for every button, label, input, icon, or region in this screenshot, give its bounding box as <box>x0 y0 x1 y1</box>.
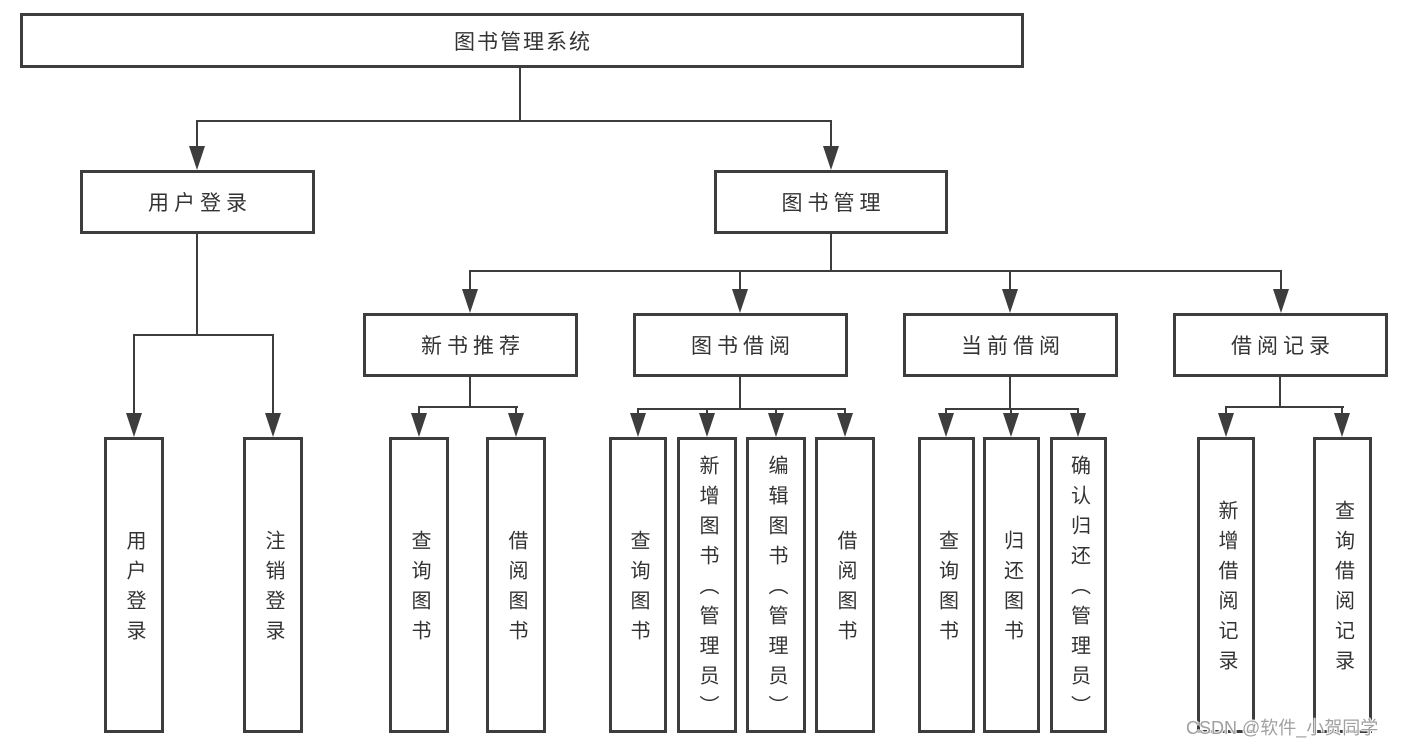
node-book-borrow: 图书借阅 <box>633 313 848 377</box>
leaf-borrow-books-borrow: 借阅图书 <box>815 437 875 733</box>
node-root: 图书管理系统 <box>20 13 1024 68</box>
arrow-down-icon <box>938 413 954 437</box>
leaf-borrow-books-recommend: 借阅图书 <box>486 437 546 733</box>
node-book-management: 图书管理 <box>714 170 948 234</box>
arrow-down-icon <box>508 413 524 437</box>
connector-drop <box>196 120 198 150</box>
node-root-label: 图书管理系统 <box>454 30 592 54</box>
node-borrow-records: 借阅记录 <box>1173 313 1388 377</box>
node-book-management-label: 图书管理 <box>781 192 886 215</box>
leaf-add-books-admin: 新增图书（管理员） <box>677 437 737 733</box>
arrow-down-icon <box>1218 413 1234 437</box>
leaf-borrow-books-recommend-label: 借阅图书 <box>505 530 527 650</box>
connector-userlogin-trunk <box>196 234 198 336</box>
arrow-down-icon <box>699 413 715 437</box>
arrow-down-icon <box>189 146 205 170</box>
arrow-down-icon <box>837 413 853 437</box>
leaf-logout: 注销登录 <box>243 437 303 733</box>
leaf-confirm-return-admin: 确认归还（管理员） <box>1050 437 1107 733</box>
node-borrow-records-label: 借阅记录 <box>1231 335 1335 358</box>
leaf-confirm-return-admin-label: 确认归还（管理员） <box>1067 455 1090 725</box>
leaf-add-borrow-record: 新增借阅记录 <box>1197 437 1255 733</box>
connector-drop <box>637 408 639 416</box>
leaf-add-borrow-record-label: 新增借阅记录 <box>1215 500 1237 680</box>
connector-userlogin-crossbar <box>133 334 274 336</box>
leaf-query-books-borrow: 查询图书 <box>609 437 667 733</box>
connector-records-trunk <box>1279 377 1281 408</box>
arrow-down-icon <box>1002 289 1018 313</box>
connector-drop <box>1280 270 1282 293</box>
connector-l2-crossbar <box>196 120 832 122</box>
leaf-query-books-current: 查询图书 <box>918 437 975 733</box>
leaf-query-books-recommend-label: 查询图书 <box>408 530 430 650</box>
connector-drop <box>515 406 517 417</box>
connector-drop <box>844 408 846 416</box>
node-new-book-recommend-label: 新书推荐 <box>421 335 525 358</box>
connector-drop <box>272 334 274 417</box>
leaf-query-books-current-label: 查询图书 <box>935 530 958 650</box>
leaf-borrow-books-borrow-label: 借阅图书 <box>834 530 856 650</box>
arrow-down-icon <box>1334 413 1350 437</box>
arrow-down-icon <box>768 413 784 437</box>
node-current-borrow: 当前借阅 <box>903 313 1118 377</box>
connector-current-crossbar <box>946 408 1079 410</box>
connector-newbook-trunk <box>469 377 471 408</box>
connector-drop <box>1077 408 1079 416</box>
leaf-return-books-label: 归还图书 <box>1000 530 1023 650</box>
connector-borrow-crossbar <box>637 408 846 410</box>
watermark: CSDN @软件_小贺同学 <box>1186 718 1379 738</box>
arrow-down-icon <box>1273 289 1289 313</box>
connector-bookmgmt-trunk <box>830 234 832 272</box>
connector-drop <box>739 270 741 293</box>
connector-borrow-trunk <box>739 377 741 410</box>
node-book-borrow-label: 图书借阅 <box>691 335 795 358</box>
node-new-book-recommend: 新书推荐 <box>363 313 578 377</box>
connector-current-trunk <box>1009 377 1011 410</box>
leaf-edit-books-admin-label: 编辑图书（管理员） <box>765 455 787 725</box>
connector-drop <box>945 408 947 416</box>
arrow-down-icon <box>265 413 281 437</box>
leaf-query-borrow-record-label: 查询借阅记录 <box>1331 500 1354 680</box>
leaf-user-login: 用户登录 <box>104 437 164 733</box>
node-user-login: 用户登录 <box>80 170 315 234</box>
connector-drop <box>1009 270 1011 293</box>
leaf-logout-label: 注销登录 <box>262 530 284 650</box>
connector-drop <box>133 334 135 417</box>
node-current-borrow-label: 当前借阅 <box>961 335 1065 358</box>
connector-drop <box>469 270 471 293</box>
connector-drop <box>418 406 420 417</box>
connector-drop <box>775 408 777 416</box>
connector-root-trunk <box>519 68 521 122</box>
arrow-down-icon <box>1003 413 1019 437</box>
leaf-return-books: 归还图书 <box>983 437 1040 733</box>
connector-l3-crossbar <box>469 270 1282 272</box>
arrow-down-icon <box>462 289 478 313</box>
leaf-query-books-recommend: 查询图书 <box>389 437 449 733</box>
arrow-down-icon <box>630 413 646 437</box>
connector-drop <box>1010 408 1012 416</box>
arrow-down-icon <box>732 289 748 313</box>
leaf-query-borrow-record: 查询借阅记录 <box>1313 437 1372 733</box>
leaf-query-books-borrow-label: 查询图书 <box>627 530 649 650</box>
arrow-down-icon <box>823 146 839 170</box>
leaf-user-login-label: 用户登录 <box>123 530 145 650</box>
connector-drop <box>1341 406 1343 417</box>
connector-records-crossbar <box>1225 406 1344 408</box>
connector-newbook-crossbar <box>418 406 518 408</box>
leaf-edit-books-admin: 编辑图书（管理员） <box>746 437 806 733</box>
connector-drop <box>706 408 708 416</box>
connector-drop <box>830 120 832 150</box>
arrow-down-icon <box>126 413 142 437</box>
node-user-login-label: 用户登录 <box>148 192 252 215</box>
leaf-add-books-admin-label: 新增图书（管理员） <box>696 455 718 725</box>
arrow-down-icon <box>1070 413 1086 437</box>
connector-drop <box>1225 406 1227 417</box>
arrow-down-icon <box>411 413 427 437</box>
